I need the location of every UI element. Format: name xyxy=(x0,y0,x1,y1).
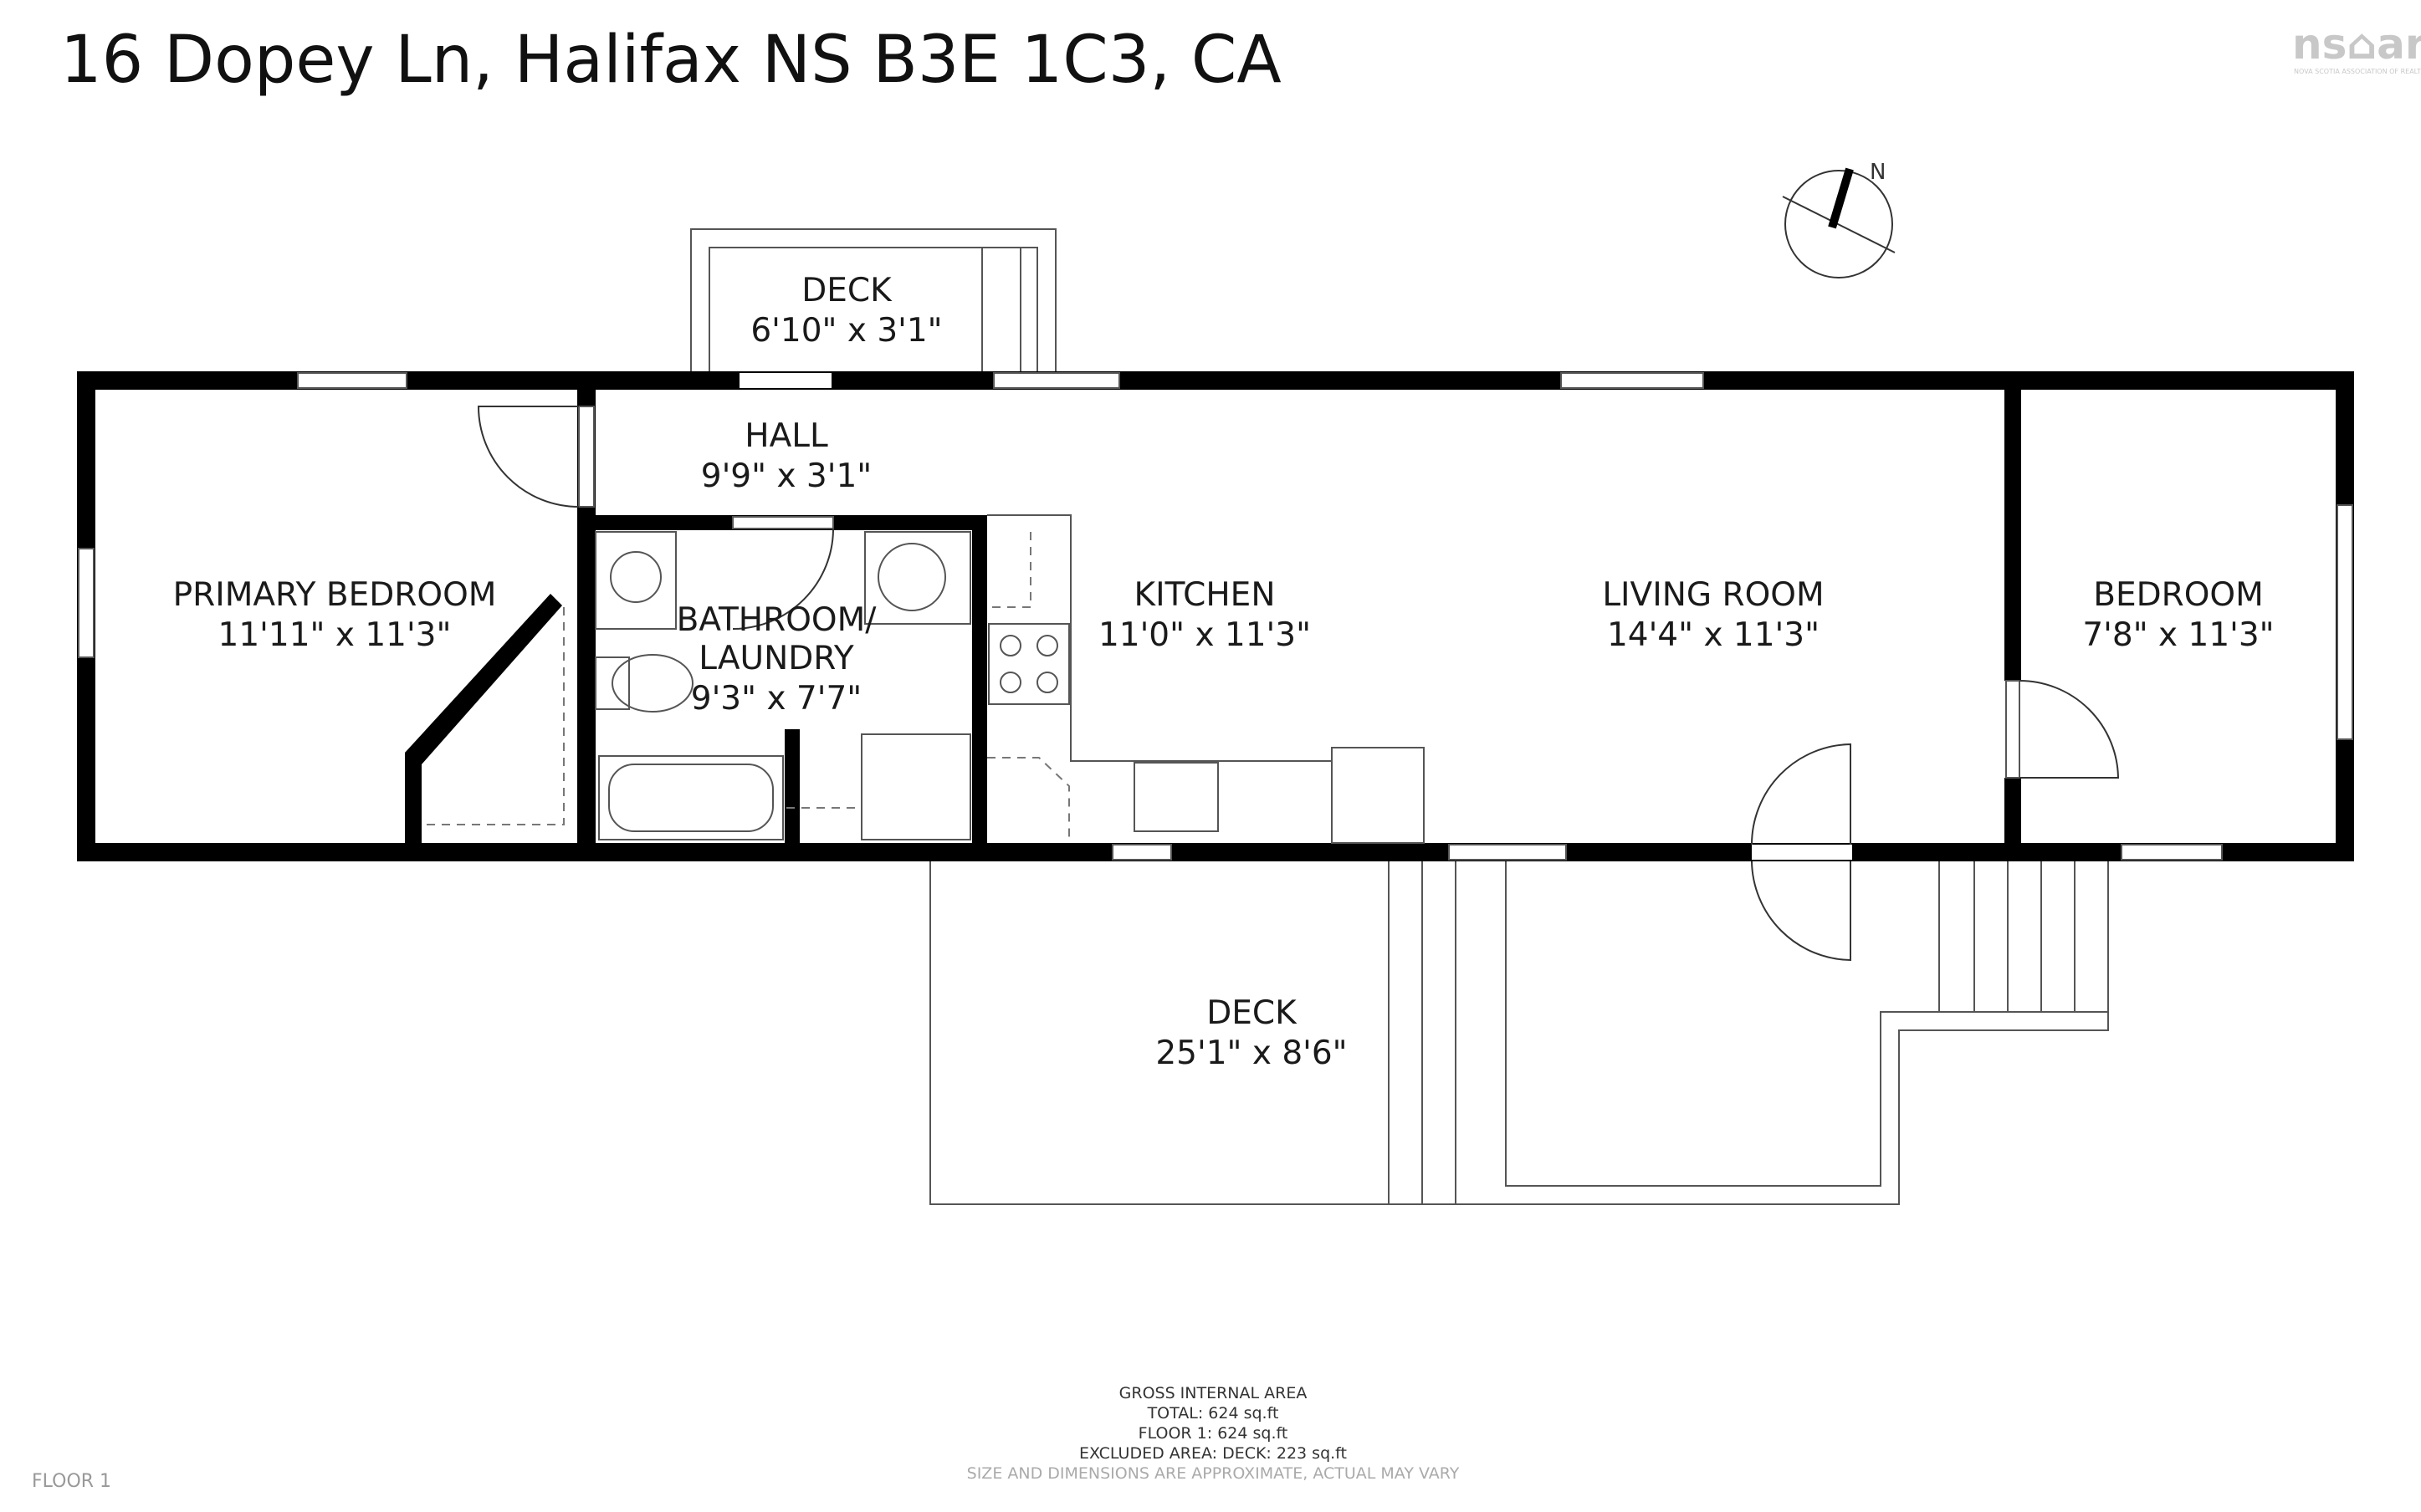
summary-floor1: FLOOR 1: 624 sq.ft xyxy=(1139,1424,1288,1443)
compass-icon: N xyxy=(1782,160,1896,278)
logo-text: ns⌂ar xyxy=(2292,20,2421,69)
svg-text:7'8" x 11'3": 7'8" x 11'3" xyxy=(2082,616,2274,654)
summary-excluded: EXCLUDED AREA: DECK: 223 sq.ft xyxy=(1079,1444,1347,1463)
windows xyxy=(78,372,2353,861)
svg-text:LIVING ROOM: LIVING ROOM xyxy=(1602,576,1824,614)
svg-text:DECK: DECK xyxy=(1206,994,1298,1032)
svg-text:BEDROOM: BEDROOM xyxy=(2093,576,2264,614)
room-label-bathroom-laundry: BATHROOM/ LAUNDRY 9'3" x 7'7" xyxy=(677,601,878,718)
svg-text:11'0" x 11'3": 11'0" x 11'3" xyxy=(1098,616,1311,654)
doors xyxy=(477,373,2120,962)
svg-text:BATHROOM/: BATHROOM/ xyxy=(677,601,878,639)
summary-total: TOTAL: 624 sq.ft xyxy=(1147,1404,1279,1423)
room-label-living-room: LIVING ROOM 14'4" x 11'3" xyxy=(1602,576,1824,654)
compass-north-label: N xyxy=(1870,160,1886,185)
bottom-deck xyxy=(929,861,2109,1205)
kitchen-fixtures xyxy=(987,514,1425,844)
summary-disclaimer: SIZE AND DIMENSIONS ARE APPROXIMATE, ACT… xyxy=(967,1464,1460,1483)
svg-text:PRIMARY BEDROOM: PRIMARY BEDROOM xyxy=(173,576,497,614)
room-label-kitchen: KITCHEN 11'0" x 11'3" xyxy=(1098,576,1311,654)
address-title: 16 Dopey Ln, Halifax NS B3E 1C3, CA xyxy=(60,23,1282,98)
svg-text:HALL: HALL xyxy=(745,417,828,455)
svg-text:11'11" x 11'3": 11'11" x 11'3" xyxy=(218,616,452,654)
room-label-primary-bedroom: PRIMARY BEDROOM 11'11" x 11'3" xyxy=(173,576,497,654)
top-deck xyxy=(690,228,1057,373)
svg-text:KITCHEN: KITCHEN xyxy=(1134,576,1276,614)
svg-text:DECK: DECK xyxy=(801,272,893,309)
room-label-deck-bottom: DECK 25'1" x 8'6" xyxy=(1155,994,1347,1072)
svg-text:25'1" x 8'6": 25'1" x 8'6" xyxy=(1155,1034,1347,1072)
svg-text:14'4" x 11'3": 14'4" x 11'3" xyxy=(1607,616,1820,654)
room-label-bedroom: BEDROOM 7'8" x 11'3" xyxy=(2082,576,2274,654)
bathroom-fixtures xyxy=(595,531,971,840)
brand-logo: ns⌂ar NOVA SCOTIA ASSOCIATION OF REALTOR… xyxy=(2292,20,2421,75)
svg-text:9'9" x 3'1": 9'9" x 3'1" xyxy=(701,457,872,495)
svg-text:LAUNDRY: LAUNDRY xyxy=(699,640,854,677)
svg-text:9'3" x 7'7": 9'3" x 7'7" xyxy=(691,680,862,718)
svg-text:6'10" x 3'1": 6'10" x 3'1" xyxy=(750,312,942,350)
room-label-deck-top: DECK 6'10" x 3'1" xyxy=(750,272,942,350)
summary-heading: GROSS INTERNAL AREA xyxy=(1119,1384,1308,1402)
area-summary: GROSS INTERNAL AREA TOTAL: 624 sq.ft FLO… xyxy=(967,1384,1460,1483)
floor-label: FLOOR 1 xyxy=(32,1471,111,1492)
room-label-hall: HALL 9'9" x 3'1" xyxy=(701,417,872,495)
logo-subtext: NOVA SCOTIA ASSOCIATION OF REALTORS xyxy=(2294,68,2421,75)
closet-lines xyxy=(427,532,1070,840)
